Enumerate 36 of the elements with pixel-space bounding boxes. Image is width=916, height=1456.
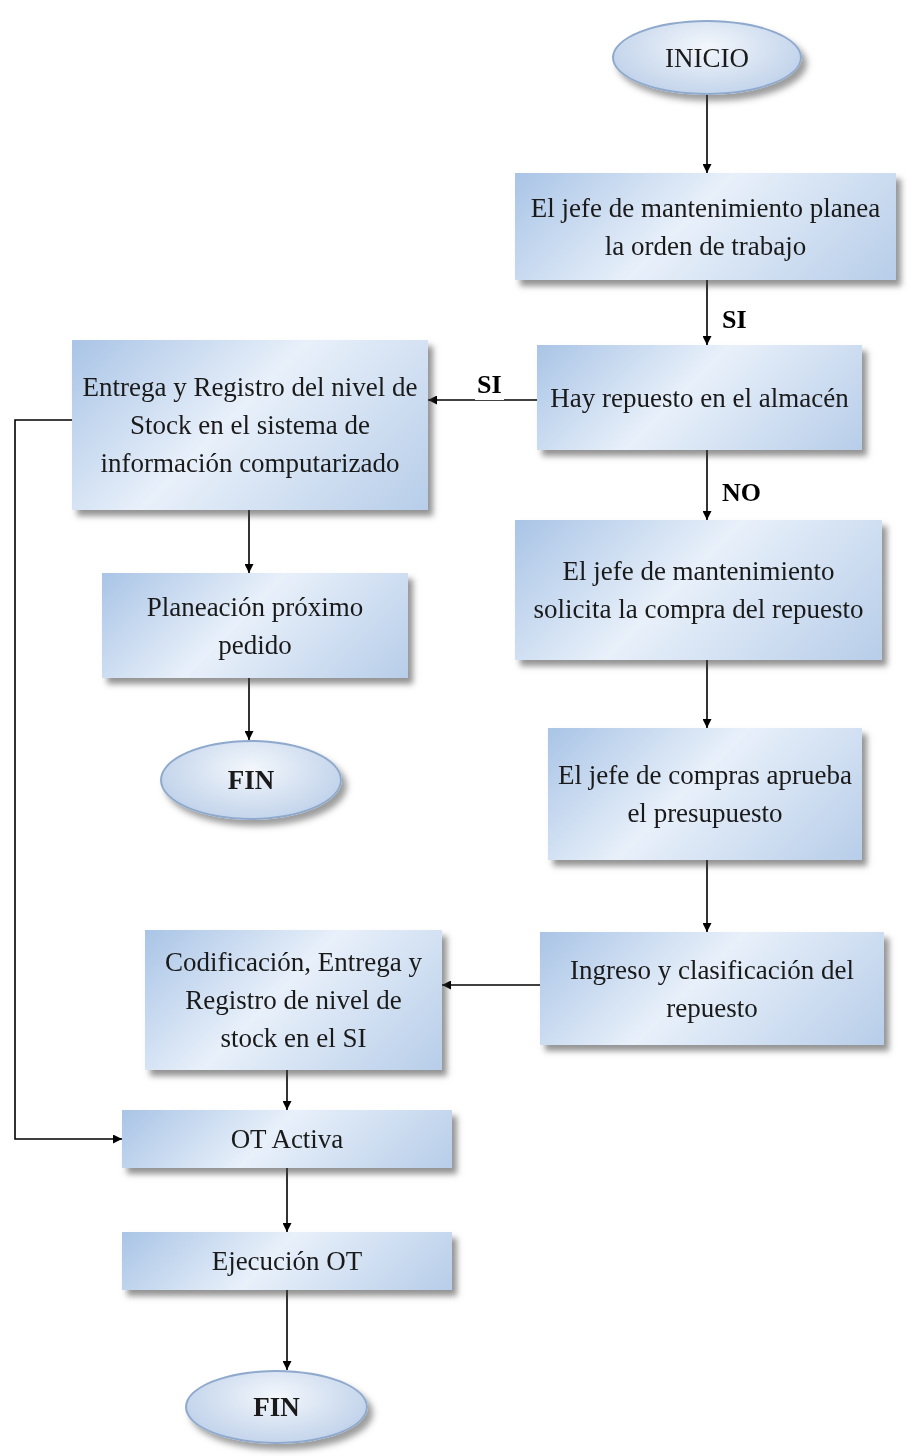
process-box <box>540 932 884 1045</box>
node-text: Planeación próximo pedido <box>145 590 365 662</box>
arrow <box>14 419 123 1144</box>
arrow <box>702 659 712 729</box>
process-box <box>537 345 862 450</box>
node-text: Codificación, Entrega y Registro de nivel de stock en el SI <box>163 946 424 1055</box>
arrow <box>282 1167 292 1233</box>
node-text: Ejecución OT <box>211 1245 363 1278</box>
arrow <box>244 509 254 574</box>
node-text: El jefe de compras aprueba el presupuesto <box>558 759 852 830</box>
node-text: Entrega y Registro del nivel de Stock en el sistema de información computarizado <box>82 371 418 480</box>
process-box <box>515 520 882 660</box>
arrow <box>702 279 712 346</box>
arrow <box>244 677 254 741</box>
process-box <box>515 173 896 280</box>
node-text: OT Activa <box>230 1123 344 1156</box>
node-text: Hay repuesto en el almacén <box>550 381 849 415</box>
node-text: El jefe de mantenimiento planea la orden de trabajo <box>529 191 882 263</box>
node-text: INICIO <box>665 41 749 75</box>
node-text: El jefe de mantenimiento solicita la compra del repuesto <box>532 555 865 626</box>
arrow <box>427 395 538 405</box>
process-box <box>122 1232 452 1290</box>
process-box <box>122 1110 452 1168</box>
process-box <box>102 573 408 678</box>
arrow <box>702 859 712 933</box>
node-text: FIN <box>253 1391 300 1424</box>
arrow <box>282 1289 292 1371</box>
node-text: Ingreso y clasificación del repuesto <box>568 953 856 1025</box>
arrow <box>702 94 712 174</box>
arrow <box>441 980 541 990</box>
process-box <box>548 728 862 860</box>
process-box <box>72 340 428 510</box>
process-box <box>145 930 442 1070</box>
arrow <box>702 449 712 521</box>
arrow <box>282 1069 292 1111</box>
node-text: FIN <box>227 764 275 797</box>
